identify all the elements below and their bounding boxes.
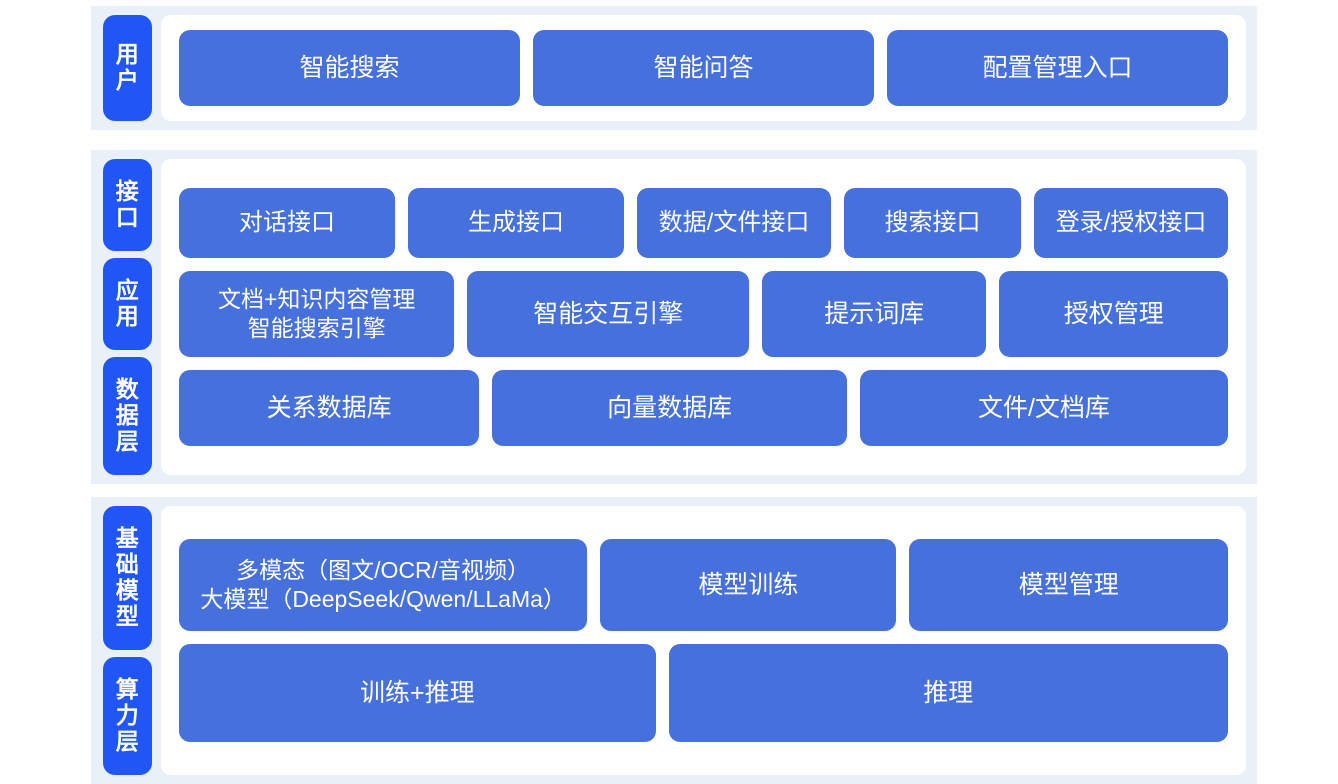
layer-tab-application-label: 应用 <box>115 277 140 330</box>
box-login-auth-interface[interactable]: 登录/授权接口 <box>1034 188 1228 258</box>
layer-tab-data[interactable]: 数据层 <box>103 357 152 475</box>
box-model-management[interactable]: 模型管理 <box>909 539 1228 631</box>
row-base-model: 多模态（图文/OCR/音视频） 大模型（DeepSeek/Qwen/LLaMa）… <box>179 539 1228 631</box>
box-document-knowledge-management[interactable]: 文档+知识内容管理 智能搜索引擎 <box>179 271 455 357</box>
layer-tab-compute-label: 算力层 <box>115 676 140 754</box>
row-user-entries: 智能搜索 智能问答 配置管理入口 <box>179 30 1228 106</box>
box-multimodal-large-model[interactable]: 多模态（图文/OCR/音视频） 大模型（DeepSeek/Qwen/LLaMa） <box>179 539 588 631</box>
box-file-document-store[interactable]: 文件/文档库 <box>859 370 1228 446</box>
box-smart-interaction-engine[interactable]: 智能交互引擎 <box>467 271 750 357</box>
section-user-layer: 用户 智能搜索 智能问答 配置管理入口 <box>91 6 1257 130</box>
row-data-stores: 关系数据库 向量数据库 文件/文档库 <box>179 370 1228 446</box>
box-dialog-interface[interactable]: 对话接口 <box>179 188 396 258</box>
layer-tab-api[interactable]: 接口 <box>103 159 152 252</box>
panel-infrastructure-layer: 多模态（图文/OCR/音视频） 大模型（DeepSeek/Qwen/LLaMa）… <box>161 506 1246 775</box>
section-infrastructure-layer: 基础模型 算力层 多模态（图文/OCR/音视频） 大模型（DeepSeek/Qw… <box>91 497 1257 784</box>
box-data-file-interface[interactable]: 数据/文件接口 <box>637 188 831 258</box>
layer-tab-api-label: 接口 <box>115 178 140 231</box>
tab-column-user: 用户 <box>91 6 152 130</box>
row-compute-resources: 训练+推理 推理 <box>179 644 1228 742</box>
box-smart-qa[interactable]: 智能问答 <box>533 30 874 106</box>
layer-tab-user-label: 用户 <box>115 41 140 93</box>
row-api-interfaces: 对话接口 生成接口 数据/文件接口 搜索接口 登录/授权接口 <box>179 188 1228 258</box>
layer-tab-base-model-label: 基础模型 <box>115 525 140 629</box>
box-vector-database[interactable]: 向量数据库 <box>492 370 847 446</box>
tab-column-platform: 接口 应用 数据层 <box>91 150 152 484</box>
layer-tab-base-model[interactable]: 基础模型 <box>103 506 152 650</box>
box-prompt-library[interactable]: 提示词库 <box>762 271 987 357</box>
layer-tab-user[interactable]: 用户 <box>103 15 152 121</box>
layer-tab-compute[interactable]: 算力层 <box>103 656 152 775</box>
panel-user-layer: 智能搜索 智能问答 配置管理入口 <box>161 15 1246 121</box>
section-platform-layer: 接口 应用 数据层 对话接口 生成接口 数据/文件接口 搜索接口 登录/授权接口… <box>91 150 1257 484</box>
box-training-and-inference[interactable]: 训练+推理 <box>179 644 656 742</box>
box-model-training[interactable]: 模型训练 <box>600 539 897 631</box>
box-smart-search[interactable]: 智能搜索 <box>179 30 520 106</box>
box-authorization-management[interactable]: 授权管理 <box>999 271 1228 357</box>
box-search-interface[interactable]: 搜索接口 <box>844 188 1022 258</box>
box-config-management-entry[interactable]: 配置管理入口 <box>887 30 1228 106</box>
box-generation-interface[interactable]: 生成接口 <box>408 188 625 258</box>
box-inference[interactable]: 推理 <box>668 644 1228 742</box>
layer-tab-application[interactable]: 应用 <box>103 258 152 351</box>
panel-platform-layer: 对话接口 生成接口 数据/文件接口 搜索接口 登录/授权接口 文档+知识内容管理… <box>161 159 1246 475</box>
box-relational-database[interactable]: 关系数据库 <box>179 370 480 446</box>
row-application-modules: 文档+知识内容管理 智能搜索引擎 智能交互引擎 提示词库 授权管理 <box>179 271 1228 357</box>
layer-tab-data-label: 数据层 <box>115 376 140 454</box>
tab-column-infrastructure: 基础模型 算力层 <box>91 497 152 784</box>
